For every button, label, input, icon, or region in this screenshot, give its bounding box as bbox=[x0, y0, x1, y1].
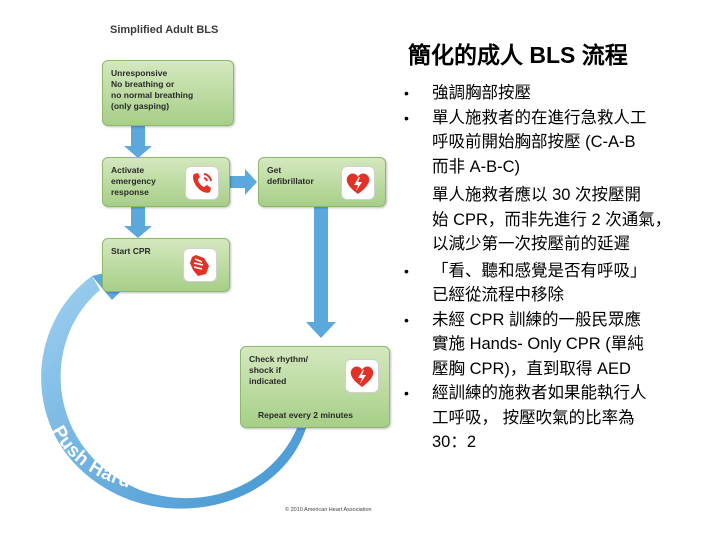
arrow-down-1 bbox=[124, 125, 152, 158]
heart-defibrillator-icon bbox=[341, 166, 375, 200]
arrow-right bbox=[228, 169, 257, 195]
phone-icon bbox=[185, 166, 219, 200]
bullet-item: •經訓練的施救者如果能執行人 工呼吸， 按壓吹氣的比率為 30：2 bbox=[404, 384, 647, 451]
repeat-text: Repeat every 2 minutes bbox=[258, 410, 353, 420]
activate-box: Activate emergency response bbox=[102, 157, 230, 207]
arrow-down-2 bbox=[124, 205, 152, 238]
bullet-list: •強調胸部按壓 •單人施救者的在進行急救人工 呼吸前開始胸部按壓 (C-A-B … bbox=[400, 81, 720, 455]
unresponsive-box: Unresponsive No breathing or no normal b… bbox=[102, 60, 234, 126]
svg-text:Push Hard • Push Fast: Push Hard • Push Fast bbox=[47, 422, 241, 497]
heart-defibrillator-icon bbox=[345, 359, 379, 393]
arrow-down-long bbox=[306, 206, 336, 338]
bullet-item: •「看、聽和感覺是否有呼吸」 已經從流程中移除 bbox=[404, 261, 647, 305]
check-rhythm-text: Check rhythm/ shock if indicated bbox=[249, 354, 309, 386]
panel-title: 簡化的成人 BLS 流程 bbox=[408, 42, 628, 68]
activate-text: Activate emergency response bbox=[111, 165, 156, 197]
bullet-item: 單人施救者應以 30 次按壓開 始 CPR，而非先進行 2 次通氣， 以減少第一… bbox=[432, 186, 672, 253]
bullet-item: •強調胸部按壓 bbox=[404, 84, 531, 102]
defibrillator-box: Get defibrillator bbox=[258, 157, 386, 207]
hands-cpr-icon bbox=[183, 248, 217, 282]
start-cpr-box: Start CPR bbox=[102, 238, 230, 292]
defibrillator-text: Get defibrillator bbox=[267, 165, 314, 186]
cycle-label-text: Push Hard • Push Fast bbox=[47, 422, 240, 497]
copyright: © 2010 American Heart Association bbox=[285, 507, 372, 513]
bullet-item: •未經 CPR 訓練的一般民眾應 實施 Hands- Only CPR (單純 … bbox=[404, 310, 644, 378]
start-cpr-text: Start CPR bbox=[111, 246, 151, 256]
cycle-label: Push Hard • Push Fast bbox=[0, 0, 400, 546]
diagram-title: Simplified Adult BLS bbox=[110, 24, 219, 36]
unresponsive-text: Unresponsive No breathing or no normal b… bbox=[111, 68, 194, 111]
check-rhythm-box: Check rhythm/ shock if indicated Repeat … bbox=[240, 346, 390, 428]
bullet-item: •單人施救者的在進行急救人工 呼吸前開始胸部按壓 (C-A-B 而非 A-B-C… bbox=[404, 108, 647, 176]
